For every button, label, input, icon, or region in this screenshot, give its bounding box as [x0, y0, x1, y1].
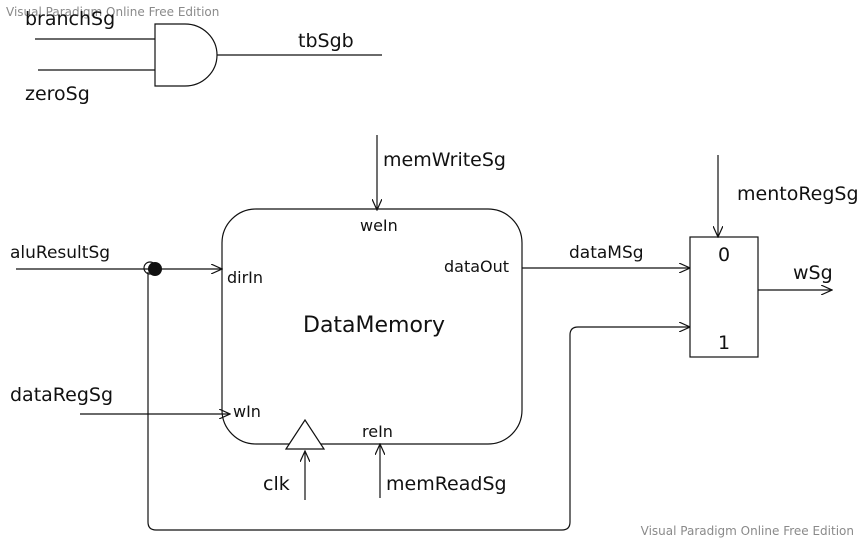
label-zero-sg: zeroSg [25, 83, 90, 105]
junction-ring [143, 261, 157, 275]
label-data-m-sg: dataMSg [569, 243, 644, 263]
junction-dot [148, 262, 162, 276]
label-mento-reg-sg: mentoRegSg [737, 183, 859, 205]
mux-block[interactable] [689, 236, 759, 358]
label-clk: clk [263, 473, 290, 495]
port-w-in: wIn [233, 402, 261, 421]
port-dir-in: dirIn [227, 268, 264, 287]
label-branch-sg: branchSg [25, 8, 116, 30]
data-memory-title: DataMemory [303, 313, 446, 338]
and-gate[interactable] [154, 23, 218, 87]
port-data-out: dataOut [444, 257, 510, 276]
label-alu-result-sg: aluResultSg [10, 243, 111, 263]
label-mem-write-sg: memWriteSg [383, 149, 506, 171]
watermark-bottom: Visual Paradigm Online Free Edition [640, 524, 854, 538]
label-w-sg: wSg [793, 262, 833, 284]
wire-alu-to-mux-1 [147, 272, 690, 531]
mux-input-1: 1 [718, 332, 731, 354]
label-tb-sgb: tbSgb [298, 30, 354, 52]
port-re-in: reIn [362, 422, 393, 441]
label-data-reg-sg: dataRegSg [10, 384, 114, 406]
clock-triangle [284, 418, 326, 450]
port-we-in: weIn [360, 216, 398, 235]
watermark-top: Visual Paradigm Online Free Edition [6, 5, 220, 19]
label-mem-read-sg: memReadSg [386, 473, 507, 495]
mux-input-0: 0 [718, 244, 731, 266]
